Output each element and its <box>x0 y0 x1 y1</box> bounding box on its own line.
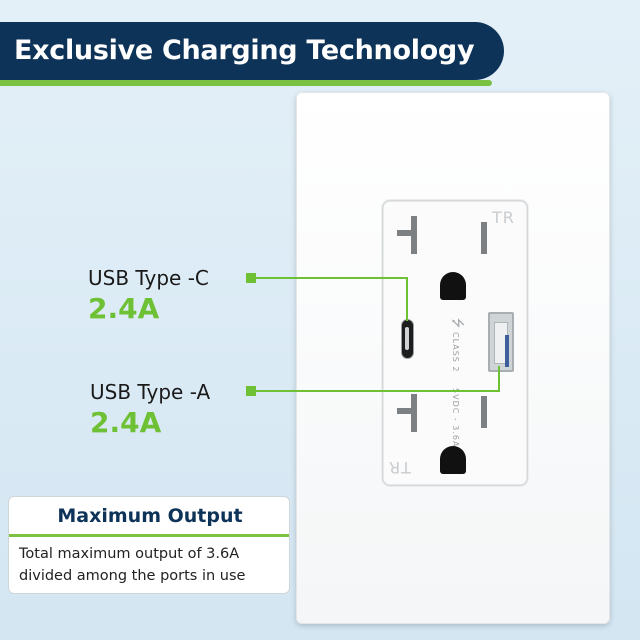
usb-a-tongue <box>505 335 509 367</box>
usb-a-current: 2.4A <box>90 406 162 439</box>
usb-icon: ⭍ <box>449 317 465 329</box>
usb-c-current: 2.4A <box>88 292 160 325</box>
t-slot-bottom-vertical <box>411 394 417 432</box>
usb-a-callout-line-vertical <box>498 366 500 392</box>
usb-c-callout-dot <box>246 273 256 283</box>
usb-c-tongue <box>405 327 409 350</box>
usb-a-label: USB Type -A <box>90 380 211 404</box>
hot-slot-top <box>481 222 487 254</box>
t-slot-top-vertical <box>411 216 417 254</box>
info-box-divider <box>9 534 289 537</box>
info-box-title: Maximum Output <box>57 505 243 527</box>
tr-mark-bottom: TR <box>388 458 411 477</box>
usb-a-port <box>488 312 514 372</box>
tr-mark-top: TR <box>492 208 515 227</box>
ground-hole-bottom <box>440 446 466 474</box>
banner-accent-stripe <box>0 80 492 86</box>
usb-a-opening <box>494 322 509 367</box>
usb-c-label: USB Type -C <box>88 266 209 290</box>
rating-text: 5VDC - 3.6A <box>451 388 460 448</box>
t-slot-top-horizontal <box>397 230 417 236</box>
banner-title: Exclusive Charging Technology <box>14 35 475 66</box>
title-banner <box>0 22 504 80</box>
t-slot-bottom-horizontal <box>397 408 417 414</box>
usb-a-callout-dot <box>246 386 256 396</box>
class-2-text: CLASS 2 <box>451 332 460 373</box>
usb-c-callout-line-vertical <box>406 277 408 321</box>
ground-hole-top <box>440 272 466 300</box>
usb-c-port <box>401 319 414 359</box>
hot-slot-bottom <box>481 396 487 428</box>
usb-a-callout-line-horizontal <box>256 390 500 392</box>
maximum-output-box: Maximum Output Total maximum output of 3… <box>8 496 290 594</box>
info-box-body: Total maximum output of 3.6A divided amo… <box>19 546 246 584</box>
usb-c-callout-line-horizontal <box>256 277 408 279</box>
